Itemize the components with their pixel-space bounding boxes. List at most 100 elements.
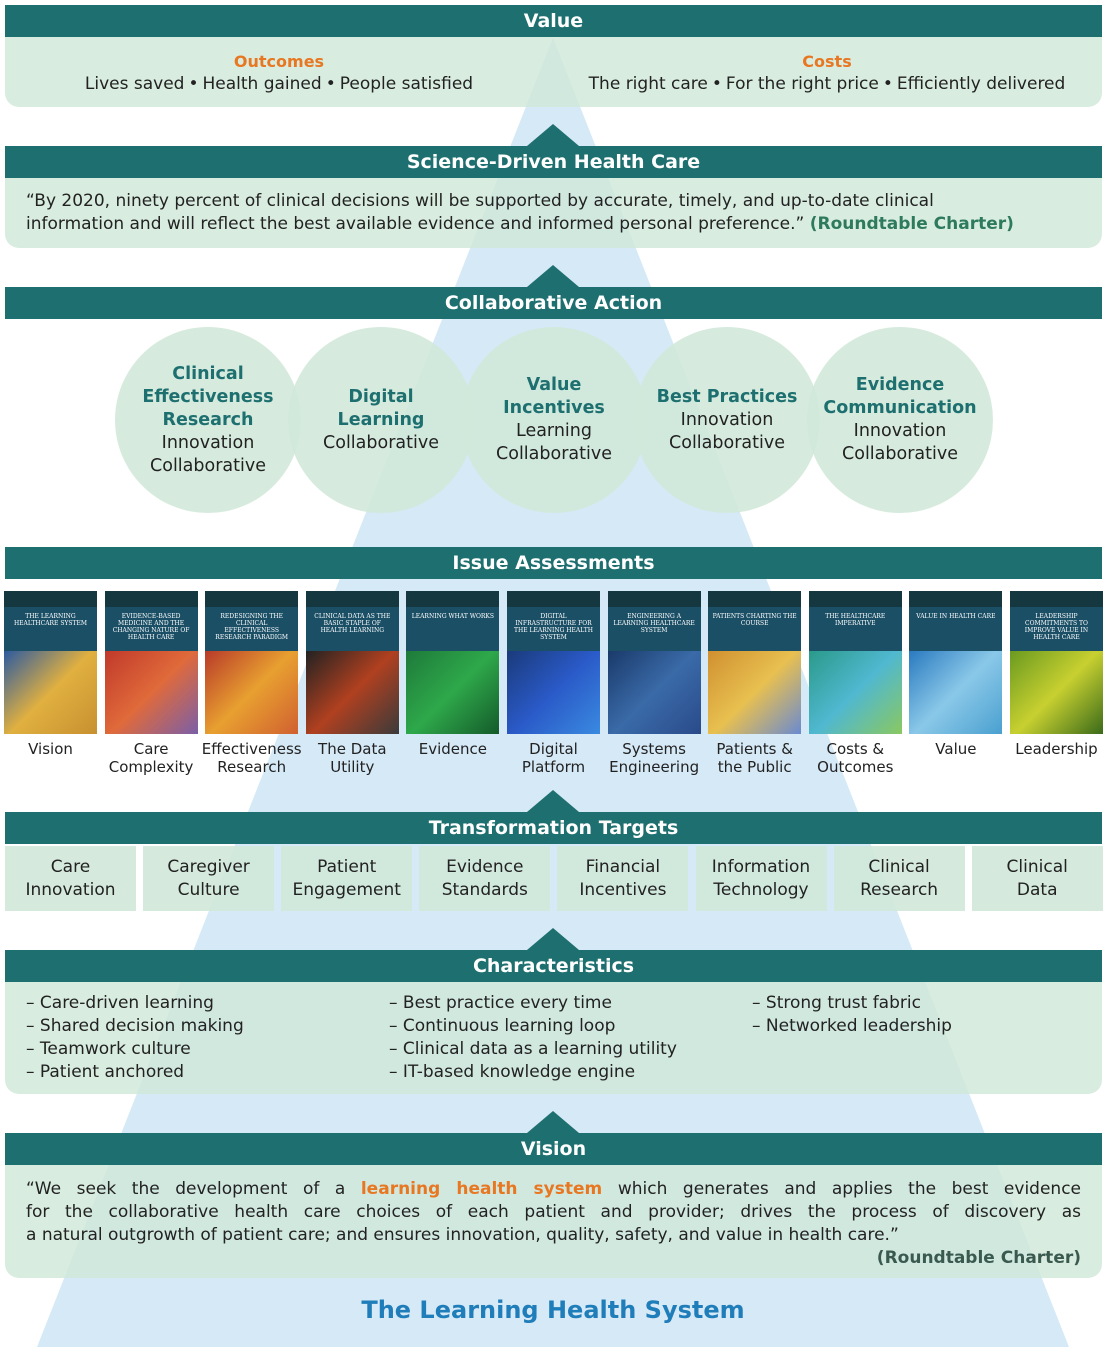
targets-header: Transformation Targets: [5, 812, 1102, 844]
vision-quote: “We seek the development of a learning h…: [26, 1179, 1082, 1268]
report-cover[interactable]: LEADERSHIP COMMITMENTS TO IMPROVE VALUE …: [1010, 591, 1103, 734]
report-cover[interactable]: ENGINEERING A LEARNING HEALTHCARE SYSTEM: [607, 591, 701, 734]
characteristic-item: – Best practice every time: [389, 993, 612, 1013]
highlight-term: learning health system: [360, 1179, 603, 1199]
characteristic-item: – Strong trust fabric: [752, 993, 921, 1013]
outcome-item: People satisfied: [339, 74, 474, 94]
cover-title: VALUE IN HEALTH CARE: [916, 613, 996, 620]
cover-title: ENGINEERING A LEARNING HEALTHCARE SYSTEM: [613, 613, 695, 634]
page-title: The Learning Health System: [361, 1296, 745, 1324]
costs-list: The right care•For the right price•Effic…: [588, 74, 1066, 94]
cover-label: Value: [935, 740, 977, 758]
characteristic-item: – IT-based knowledge engine: [389, 1062, 636, 1082]
outcomes-title: Outcomes: [233, 52, 325, 71]
characteristic-item: – Networked leadership: [752, 1016, 952, 1036]
cover-label: Costs &Outcomes: [817, 740, 894, 776]
cover-label: Leadership: [1015, 740, 1098, 758]
circle-title: Learning: [337, 409, 425, 430]
arrow-up-icon: [527, 265, 579, 287]
science-quote: “By 2020, ninety percent of clinical dec…: [26, 191, 1014, 234]
cover-banner: [305, 591, 399, 607]
cover-title: CLINICAL DATA AS THE BASIC STAPLE OF HEA…: [314, 613, 391, 634]
report-cover[interactable]: PATIENTS CHARTING THE COURSE: [708, 591, 802, 734]
report-cover[interactable]: EVIDENCE-BASED MEDICINE AND THE CHANGING…: [104, 591, 198, 734]
characteristics-panel: [5, 982, 1102, 1094]
cover-image: [4, 651, 97, 734]
cover-image: [808, 651, 902, 734]
report-cover[interactable]: THE HEALTHCARE IMPERATIVE: [808, 591, 902, 734]
science-header: Science-Driven Health Care: [5, 146, 1102, 178]
arrow-up-icon: [527, 124, 579, 146]
cover-banner: [607, 591, 701, 607]
cover-image: [909, 651, 1003, 734]
cover-title: THE HEALTHCARE IMPERATIVE: [825, 613, 886, 627]
cover-image: [205, 651, 299, 734]
circle-subtitle: Collaborative: [669, 432, 785, 453]
arrow-up-icon: [527, 790, 579, 812]
vision-header: Vision: [5, 1133, 1102, 1165]
cover-title: REDESIGNING THE CLINICAL EFFECTIVENESS R…: [215, 613, 289, 641]
cover-title: THE LEARNING HEALTHCARE SYSTEM: [13, 613, 88, 627]
cost-item: For the right price: [725, 74, 879, 94]
issues-header: Issue Assessments: [5, 547, 1102, 579]
cover-image: [305, 651, 399, 734]
cost-item: The right care: [588, 74, 708, 94]
characteristics-header: Characteristics: [5, 950, 1102, 982]
cover-banner: [909, 591, 1003, 607]
characteristic-item: – Shared decision making: [26, 1016, 244, 1036]
report-cover[interactable]: LEARNING WHAT WORKS: [406, 591, 500, 734]
cover-image: [507, 651, 600, 734]
cover-banner: [406, 591, 500, 607]
cover-image: [708, 651, 802, 734]
outcomes-list: Lives saved•Health gained•People satisfi…: [84, 74, 474, 94]
circle-title: Digital: [348, 386, 414, 407]
report-cover[interactable]: CLINICAL DATA AS THE BASIC STAPLE OF HEA…: [305, 591, 399, 734]
circle-title: Incentives: [503, 398, 605, 418]
cover-image: [1010, 651, 1103, 734]
cover-banner: [808, 591, 902, 607]
cover-image: [607, 651, 701, 734]
circle-subtitle: Innovation: [853, 421, 947, 441]
cover-banner: [708, 591, 802, 607]
vision-panel: [5, 1165, 1102, 1278]
cover-title: PATIENTS CHARTING THE COURSE: [712, 613, 797, 627]
circle-subtitle: Innovation: [680, 409, 774, 430]
outcome-item: Health gained: [202, 74, 322, 94]
circle-title: Clinical: [172, 363, 244, 384]
science-panel: [5, 178, 1102, 248]
cost-item: Efficiently delivered: [896, 74, 1066, 94]
cover-title: LEARNING WHAT WORKS: [411, 613, 495, 620]
cover-title: LEADERSHIP COMMITMENTS TO IMPROVE VALUE …: [1024, 613, 1089, 641]
characteristic-item: – Teamwork culture: [26, 1039, 191, 1059]
circle-subtitle: Collaborative: [323, 432, 439, 453]
characteristic-item: – Continuous learning loop: [389, 1016, 616, 1036]
characteristics-column: – Best practice every time – Continuous l…: [389, 992, 677, 1084]
report-cover[interactable]: THE LEARNING HEALTHCARE SYSTEM: [4, 591, 97, 734]
report-cover[interactable]: DIGITAL INFRASTRUCTURE FOR THE LEARNING …: [507, 591, 600, 734]
characteristic-item: – Patient anchored: [26, 1062, 185, 1082]
cover-image: [406, 651, 500, 734]
circle-title: Evidence: [855, 375, 945, 395]
cover-label: Vision: [28, 740, 73, 758]
report-cover[interactable]: REDESIGNING THE CLINICAL EFFECTIVENESS R…: [205, 591, 299, 734]
circle-title: Communication: [823, 398, 977, 418]
cover-label: Evidence: [418, 740, 488, 758]
cover-title: DIGITAL INFRASTRUCTURE FOR THE LEARNING …: [514, 613, 593, 641]
report-cover[interactable]: VALUE IN HEALTH CARE: [909, 591, 1003, 734]
value-header: Value: [5, 5, 1102, 37]
characteristics-column: – Care-driven learning– Shared decision …: [26, 992, 244, 1084]
value-panel: [5, 37, 1102, 107]
cover-label: Patients &the Public: [716, 740, 793, 776]
